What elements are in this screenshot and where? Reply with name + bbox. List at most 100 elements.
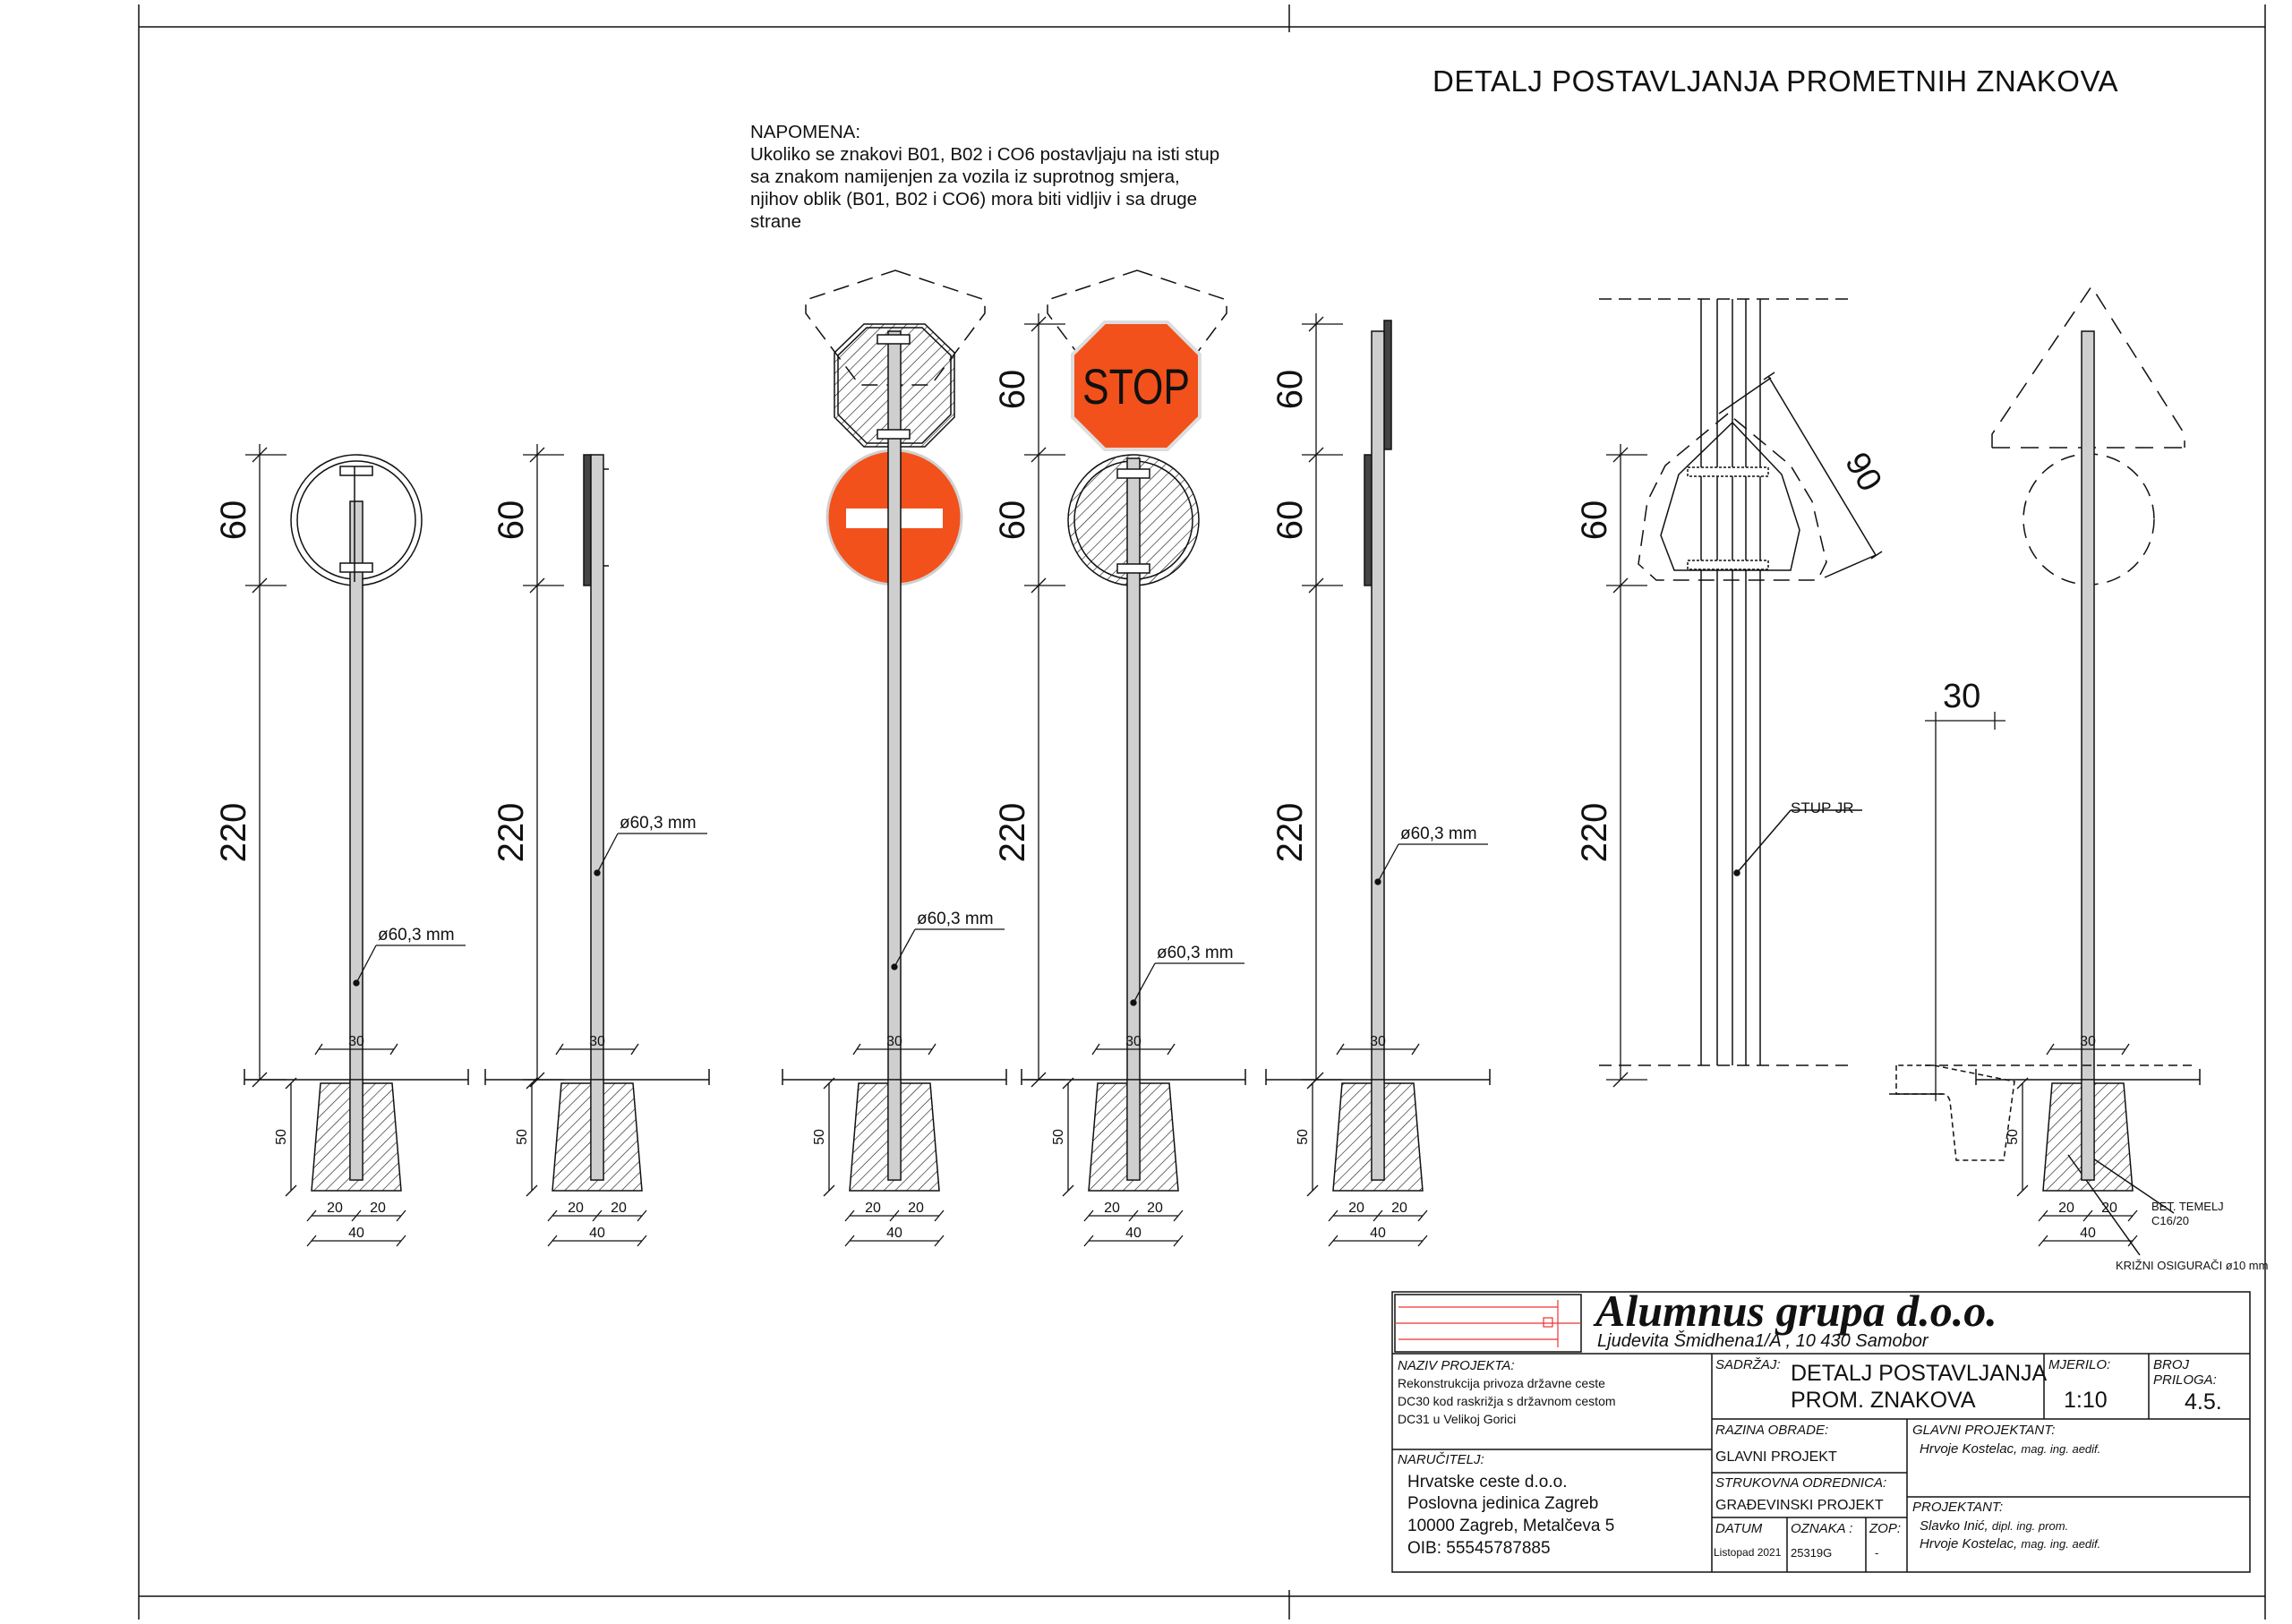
naziv-line-3: DC31 u Velikoj Gorici [1398, 1412, 1517, 1426]
note-line-1: Ukoliko se znakovi B01, B02 i CO6 postav… [750, 144, 1220, 165]
zop-value: - [1875, 1546, 1879, 1560]
dim-foundation-width: 40 [1125, 1226, 1142, 1241]
dim-tick [1373, 1209, 1383, 1222]
dim-foundation-width: 40 [2080, 1226, 2096, 1241]
dim-foundation-depth: 50 [1051, 1129, 1066, 1145]
pole-base [1371, 1079, 1385, 1181]
pole [590, 454, 604, 1181]
dim-pole-height: 220 [492, 803, 531, 863]
dim-sign-height: 60 [214, 500, 253, 541]
dim-tick [555, 1043, 564, 1056]
zop-label: ZOP: [1869, 1521, 1902, 1536]
dim-tick [928, 1043, 936, 1056]
dim-tick [1062, 1184, 1074, 1197]
dim-tick [314, 1043, 323, 1056]
pole [887, 330, 902, 1181]
assembly-round-sign-front [290, 454, 423, 1181]
sign-plate-side [583, 454, 592, 586]
dim-foundation-depth: 50 [2006, 1129, 2021, 1145]
dim-tick [526, 1184, 538, 1197]
dim-base-width: 30 [348, 1034, 364, 1049]
naziv-line-2: DC30 kod raskrižja s državnom cestom [1398, 1394, 1616, 1408]
dim-foundation-width: 40 [886, 1226, 902, 1241]
diameter-leaders [353, 833, 1488, 1006]
dim-tick [934, 1235, 945, 1247]
sheet-frame [138, 4, 2266, 1620]
narucitelj-label: NARUČITELJ: [1398, 1452, 1484, 1467]
dim-tick [1167, 1043, 1176, 1056]
dashed-triangle-outline [1991, 285, 2185, 448]
bet-temelj-label-1: BET. TEMELJ [2151, 1200, 2224, 1213]
sign-plate-side-top [1383, 320, 1392, 450]
dim-tick [1083, 1235, 1094, 1247]
dim-tick [396, 1209, 406, 1222]
title-block-frame [1391, 1291, 2251, 1573]
assembly-stop [1047, 269, 1227, 1181]
projektant-2: Hrvoje Kostelac, mag. ing. aedif. [1920, 1536, 2100, 1551]
dim-tick [1128, 1209, 1139, 1222]
dim-pole-height: 220 [214, 803, 253, 863]
dim-base-width: 30 [886, 1034, 902, 1049]
dim-half-right: 20 [2101, 1201, 2117, 1216]
dim-sign-height: 60 [993, 370, 1032, 410]
pole-base [349, 1079, 363, 1181]
ground-and-foundations [244, 1069, 2201, 1192]
pole-diameter-label: ø60,3 mm [1157, 944, 1234, 962]
dim-tick [2082, 1209, 2093, 1222]
naziv-label: NAZIV PROJEKTA: [1398, 1358, 1515, 1373]
pole-base [590, 1079, 604, 1181]
dim-tick [2016, 1077, 2029, 1090]
glavni-label: GLAVNI PROJEKTANT: [1912, 1423, 2056, 1438]
dim-tick [306, 1235, 317, 1247]
dimension-lines [245, 313, 2138, 1247]
dim-tick [844, 1235, 855, 1247]
note-line-2: sa znakom namijenjen za vozila iz suprot… [750, 167, 1180, 187]
dim-sign-height: 60 [492, 500, 531, 541]
stop-sign-text: STOP [1082, 358, 1190, 415]
leader-line [1133, 962, 1156, 1004]
dim-tick [823, 1077, 835, 1090]
dim-half-left: 20 [327, 1201, 343, 1216]
dim-tick [2127, 1209, 2138, 1222]
dim-tick [1091, 1043, 1100, 1056]
dim-half-left: 20 [1104, 1201, 1120, 1216]
dim-tick [1062, 1077, 1074, 1090]
dim-tick [637, 1235, 647, 1247]
stop-sign [1071, 321, 1202, 451]
offset-dim: 30 [1943, 678, 1980, 715]
sign-plate-side-bottom [1364, 454, 1373, 586]
dim-sign-height: 60 [993, 500, 1032, 541]
dim-foundation-width: 40 [1370, 1226, 1386, 1241]
broj-value: 4.5. [2185, 1389, 2222, 1415]
naziv-line-1: Rekonstrukcija privoza državne ceste [1398, 1376, 1605, 1390]
dim-base-width: 30 [2080, 1034, 2096, 1049]
projektant-1-name: Slavko Inić, [1920, 1518, 1988, 1534]
triangle-side-dim: 90 [1837, 447, 1889, 499]
dim-tick [396, 1235, 406, 1247]
mount-bracket-bottom [1687, 560, 1769, 570]
assembly-side-view-1 [583, 454, 609, 1181]
dim-sign-height: 60 [1575, 500, 1614, 541]
dim-pole-height: 220 [1575, 803, 1614, 863]
leader-line [1377, 843, 1399, 883]
projektant-2-name: Hrvoje Kostelac, [1920, 1536, 2018, 1551]
dim-tick [1328, 1235, 1338, 1247]
dashed-triangle-outline [1638, 413, 1827, 581]
dim-tick [1173, 1235, 1184, 1247]
dim-foundation-width: 40 [348, 1226, 364, 1241]
assembly-curb-pole [1889, 285, 2192, 1256]
strukovna-value: GRAĐEVINSKI PROJEKT [1715, 1498, 1884, 1513]
mjerilo-value: 1:10 [2064, 1388, 2108, 1413]
sadrzaj-label: SADRŽAJ: [1715, 1357, 1781, 1372]
dim-sign-height: 60 [1270, 500, 1310, 541]
dim-foundation-depth: 50 [1296, 1129, 1311, 1145]
dim-tick [823, 1184, 835, 1197]
dim-foundation-depth: 50 [274, 1129, 289, 1145]
sadrzaj-line-1: DETALJ POSTAVLJANJA [1791, 1361, 2048, 1386]
dim-half-left: 20 [2058, 1201, 2074, 1216]
glavni-title-text: mag. ing. aedif. [2021, 1442, 2101, 1456]
dim-tick [2121, 1043, 2130, 1056]
dim-tick [285, 1077, 297, 1090]
pole-base [2081, 1079, 2095, 1181]
